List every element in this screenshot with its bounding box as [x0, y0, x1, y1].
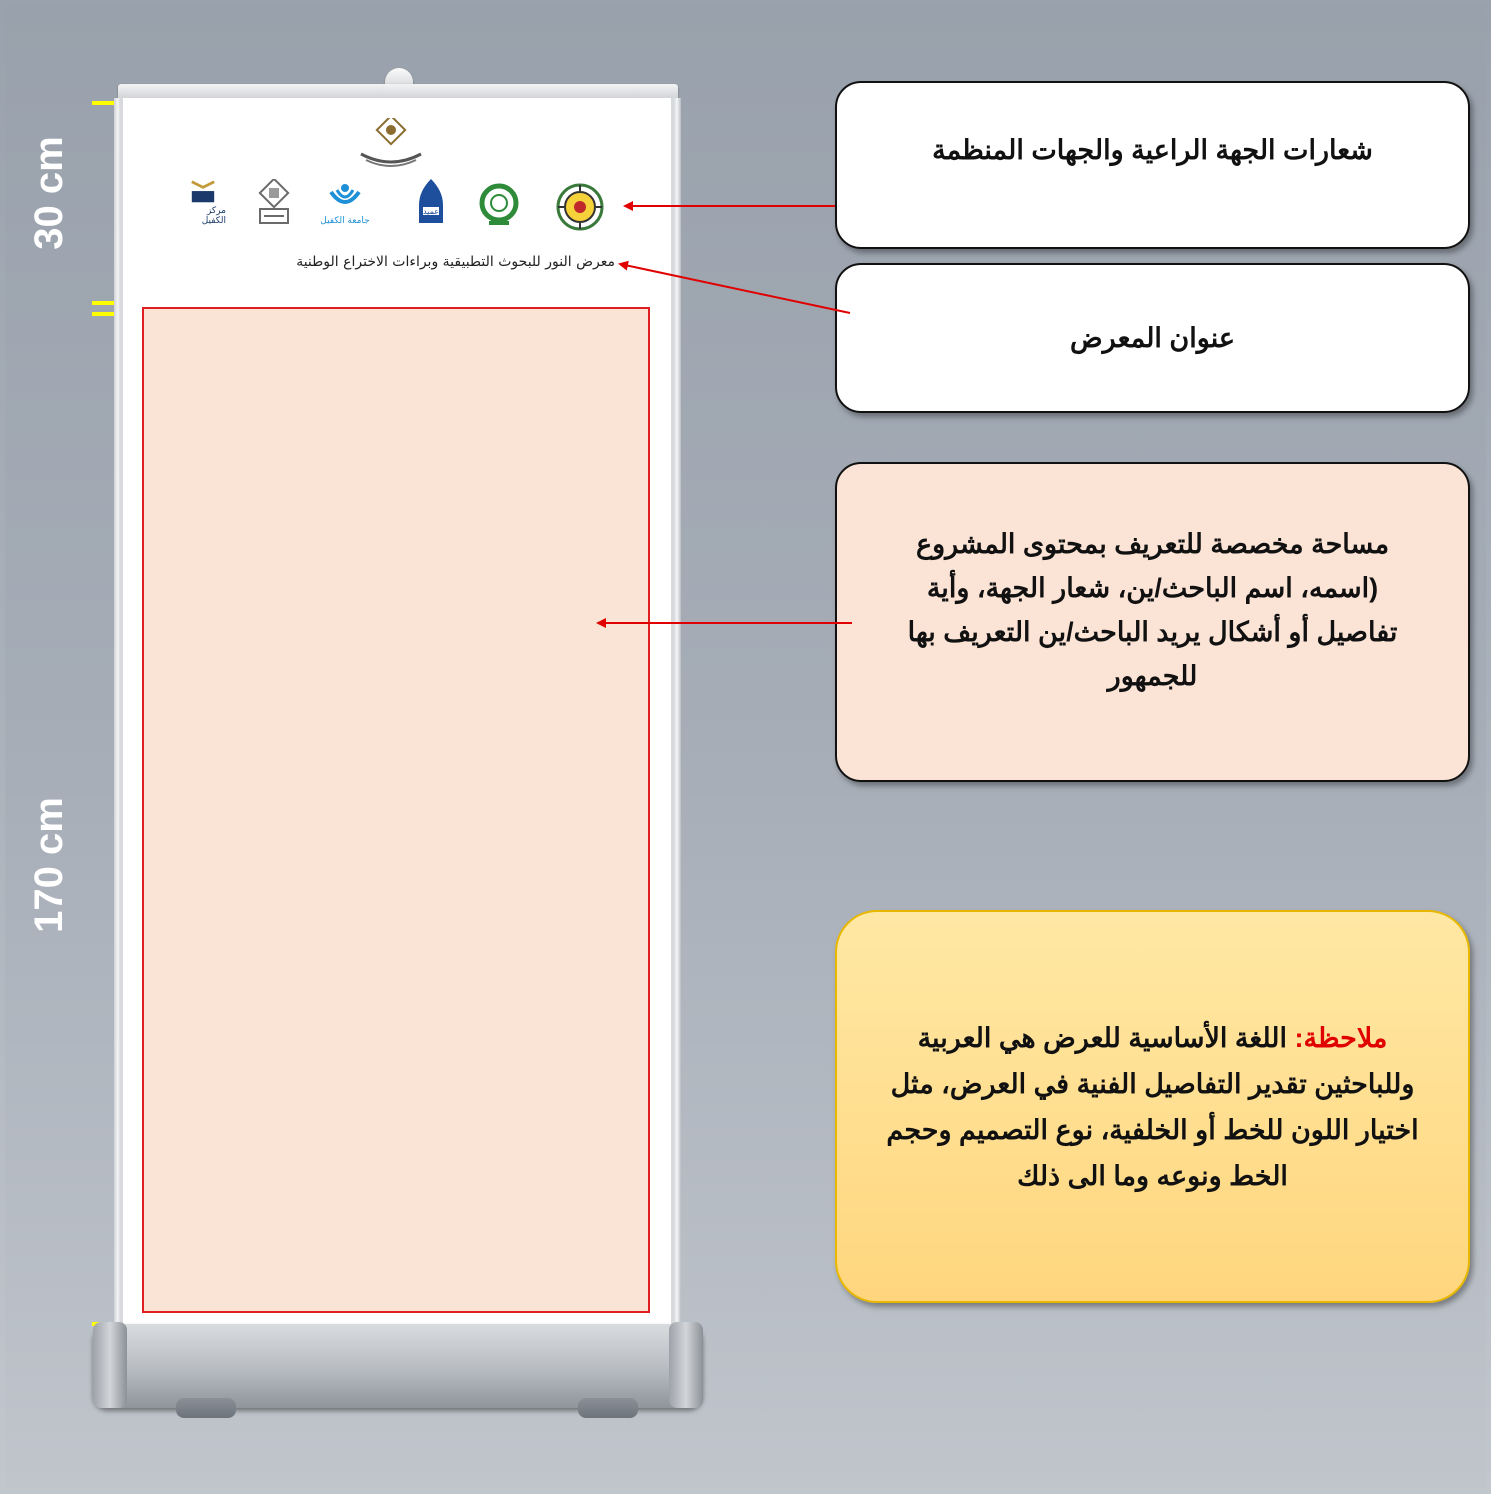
content-callout: مساحة مخصصة للتعريف بمحتوى المشروع (اسمه… — [835, 462, 1470, 782]
header-emblem-logo — [356, 118, 426, 168]
title-callout: عنوان المعرض — [835, 263, 1470, 413]
dome-emblem-icon: عميد — [419, 179, 443, 223]
base-right-cap — [669, 1322, 703, 1408]
content-callout-text: مساحة مخصصة للتعريف بمحتوى المشروع (اسمه… — [907, 529, 1398, 691]
kafeel-center-icon — [191, 180, 215, 203]
wave-emblem-icon — [329, 184, 361, 204]
note-callout-body: ملاحظة: اللغة الأساسية للعرض هي العربية … — [877, 1015, 1428, 1199]
note-text: اللغة الأساسية للعرض هي العربية وللباحثي… — [886, 1022, 1419, 1191]
banner-left-pole — [114, 98, 122, 1334]
green-ring-icon — [479, 183, 519, 225]
base-left-cap — [93, 1322, 127, 1408]
top-dimension-label: 30 cm — [27, 136, 71, 250]
kafeel-center-logo: مركز الكفيل — [180, 178, 226, 226]
banner-stand-base — [93, 1324, 703, 1408]
bottom-dimension-label: 170 cm — [27, 797, 71, 933]
gear-emblem-icon — [556, 183, 604, 231]
green-emblem-logo — [476, 180, 522, 230]
note-callout: ملاحظة: اللغة الأساسية للعرض هي العربية … — [835, 910, 1470, 1303]
emblem-icon — [360, 118, 422, 167]
svg-text:عميد: عميد — [423, 207, 439, 216]
banner-right-pole — [673, 98, 681, 1334]
exhibition-title: معرض النور للبحوث التطبيقية وبراءات الاخ… — [296, 254, 615, 270]
logos-callout: شعارات الجهة الراعية والجهات المنظمة — [835, 81, 1470, 249]
title-callout-text: عنوان المعرض — [1070, 322, 1235, 353]
base-left-foot — [176, 1398, 236, 1418]
grid-emblem-icon — [258, 179, 290, 224]
kafeel-center-label: مركز الكفيل — [201, 206, 226, 226]
ameed-logo: عميد — [408, 176, 454, 228]
banner-top-rail — [118, 84, 678, 102]
logos-callout-text: شعارات الجهة الراعية والجهات المنظمة — [932, 135, 1373, 165]
alkafeel-university-label: جامعة الكفيل — [320, 216, 370, 226]
university-logo-1 — [252, 178, 296, 228]
alkafeel-university-logo: جامعة الكفيل — [320, 178, 370, 230]
note-label: ملاحظة: — [1294, 1022, 1388, 1053]
base-right-foot — [578, 1398, 638, 1418]
project-content-area — [142, 307, 650, 1313]
society-logo — [553, 180, 607, 234]
